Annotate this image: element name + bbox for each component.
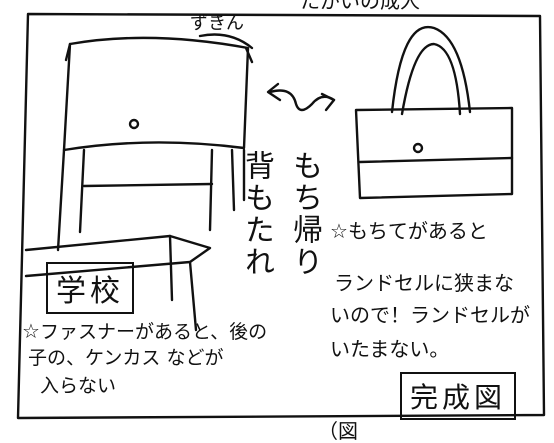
zipper-note-line2: 子の、ケンカス などが	[28, 347, 224, 369]
hood-label: ずきん	[190, 13, 244, 34]
zipper-note-line1: ファスナーがあると、後の	[39, 321, 268, 343]
chair-left-post	[56, 148, 66, 252]
zipper-note: ☆ファスナーがあると、後の	[22, 320, 267, 343]
bag-handle-outer	[390, 25, 472, 114]
chair-right-post	[230, 148, 236, 212]
transform-arrow	[268, 89, 336, 112]
handle-note: ☆もちてがあると	[330, 220, 488, 242]
zipper-note-line3: 入らない	[40, 375, 117, 397]
bag-body	[354, 106, 514, 200]
backrest-label: 背もたれ	[239, 150, 274, 278]
chair-cross-bar	[82, 182, 214, 188]
chair-hood	[62, 36, 250, 152]
handle-note-line2: ランドセルに狭まな	[334, 271, 514, 295]
complete-label: 完成図	[400, 372, 517, 420]
carry-label: もち帰り	[287, 150, 322, 278]
chair-seat	[24, 234, 212, 278]
page-frame	[16, 12, 546, 420]
arrow-head-right	[320, 92, 336, 112]
star-bullet-zipper: ☆	[22, 319, 40, 343]
star-bullet-handle: ☆	[330, 219, 348, 243]
bag-handle-inner	[400, 42, 462, 116]
chair-back-leg	[188, 260, 198, 332]
chair-left-post-inner	[78, 148, 86, 234]
chair-right-post-inner	[208, 148, 214, 232]
arrow-head-left	[266, 82, 282, 102]
chair-front-leg	[168, 234, 174, 302]
partial-bottom-text: （図	[318, 419, 358, 443]
school-label: 学校	[46, 262, 134, 314]
hood-button	[128, 118, 140, 130]
hood-pointer	[198, 33, 254, 50]
handle-note-line3: いので！ランドセルが	[330, 303, 530, 327]
handle-note-line1: もちてがあると	[347, 219, 488, 243]
partial-top-text: たがいの成人	[300, 0, 420, 13]
bag-button	[412, 142, 424, 154]
handle-note-line4: いたまない。	[330, 337, 450, 361]
chair-hood-fold	[64, 42, 254, 64]
bag-zipper-line	[358, 156, 514, 164]
